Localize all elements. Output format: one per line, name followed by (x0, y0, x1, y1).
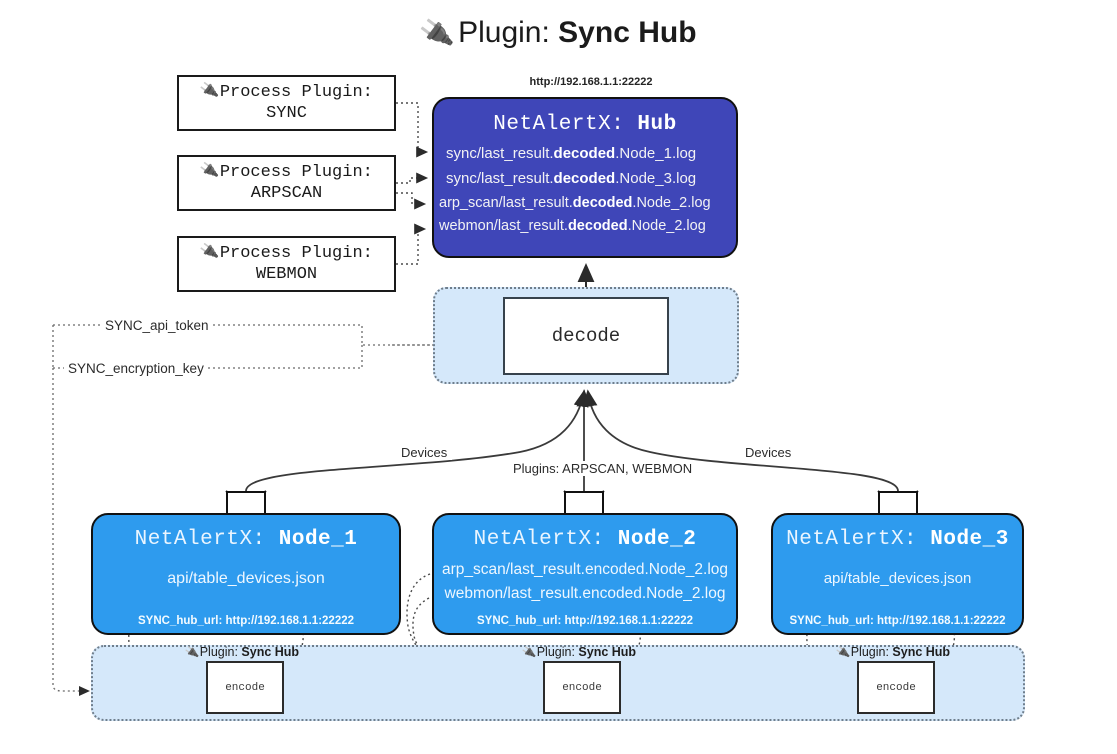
process-plugin-heading-row: 🔌Process Plugin: (198, 161, 373, 183)
hub-log-strong: decoded (572, 194, 633, 211)
decode-box[interactable]: decode (503, 297, 669, 375)
encoder-caption-name: Sync Hub (241, 645, 300, 659)
hub-title-prefix: NetAlertX: (493, 113, 638, 136)
process-plugin-heading: Process Plugin: (219, 243, 373, 263)
encoder-caption: 🔌Plugin: Sync Hub (835, 645, 951, 660)
process-plugin-webmon-box[interactable]: 🔌Process Plugin: WEBMON (177, 236, 396, 292)
process-plugin-heading: Process Plugin: (219, 82, 373, 102)
node-title-prefix: NetAlertX: (134, 528, 279, 551)
process-plugin-arpscan-box[interactable]: 🔌Process Plugin: ARPSCAN (177, 155, 396, 211)
node-line-list: api/table_devices.json (773, 567, 1022, 590)
edge-label-devices-left: Devices (396, 445, 453, 460)
node-title-name: Node_2 (617, 528, 697, 551)
hub-log-line: sync/last_result.decoded.Node_3.log (434, 167, 736, 192)
node-title-prefix: NetAlertX: (473, 528, 618, 551)
plug-icon: 🔌 (418, 15, 457, 51)
node-title-prefix: NetAlertX: (786, 528, 931, 551)
page-title-name: Sync Hub (558, 16, 697, 49)
plug-icon: 🔌 (198, 81, 220, 102)
hub-log-line: webmon/last_result.decoded.Node_2.log (434, 215, 736, 239)
process-plugin-heading: Process Plugin: (219, 162, 373, 182)
hub-log-strong: decoded (567, 218, 628, 235)
plug-icon: 🔌 (521, 646, 537, 660)
encoder-caption-name: Sync Hub (578, 645, 637, 659)
process-plugin-heading-row: 🔌Process Plugin: (198, 242, 373, 264)
page-title-prefix: Plugin: (458, 16, 559, 49)
hub-node-box[interactable]: NetAlertX: Hub sync/last_result.decoded.… (432, 97, 738, 258)
hub-log-list: sync/last_result.decoded.Node_1.log sync… (434, 142, 736, 239)
edge-label-devices-right: Devices (740, 445, 797, 460)
hub-log-post: .Node_3.log (615, 169, 697, 187)
node-hub-url-label: SYNC_hub_url: http://192.168.1.1:22222 (137, 615, 355, 627)
sync-encryption-key-label: SYNC_encryption_key (64, 361, 208, 376)
hub-title: NetAlertX: Hub (434, 113, 736, 136)
process-plugin-name: ARPSCAN (250, 184, 323, 203)
hub-log-pre: sync/last_result. (446, 145, 554, 162)
node-line: api/table_devices.json (167, 570, 325, 587)
node-title-name: Node_3 (930, 528, 1009, 551)
node-line: api/table_devices.json (823, 570, 972, 587)
hub-log-pre: webmon/last_result. (439, 218, 568, 235)
process-plugin-name: SYNC (266, 104, 307, 123)
node-hub-url-label: SYNC_hub_url: http://192.168.1.1:22222 (476, 615, 694, 627)
node-title-name: Node_1 (278, 528, 358, 551)
hub-log-pre: arp_scan/last_result. (439, 194, 573, 211)
plug-icon: 🔌 (184, 646, 200, 660)
plug-icon: 🔌 (835, 646, 851, 660)
hub-log-line: sync/last_result.decoded.Node_1.log (434, 142, 736, 167)
node-hub-url-label: SYNC_hub_url: http://192.168.1.1:22222 (789, 615, 1006, 627)
page-title: 🔌Plugin: Sync Hub (0, 16, 1117, 50)
encoder-caption: 🔌Plugin: Sync Hub (521, 645, 637, 660)
node-title: NetAlertX: Node_3 (773, 528, 1022, 551)
node-box-node-1[interactable]: NetAlertX: Node_1 api/table_devices.json… (91, 513, 401, 635)
process-plugin-heading-row: 🔌Process Plugin: (198, 81, 373, 103)
hub-log-pre: sync/last_result. (446, 169, 554, 187)
hub-log-strong: decoded (553, 169, 616, 187)
node-box-node-3[interactable]: NetAlertX: Node_3 api/table_devices.json… (771, 513, 1024, 635)
node-line: webmon/last_result.encoded.Node_2.log (444, 585, 726, 603)
node-line-list: arp_scan/last_result.encoded.Node_2.log … (434, 558, 736, 606)
hub-log-post: .Node_2.log (632, 194, 711, 211)
node-line-list: api/table_devices.json (93, 567, 399, 592)
node-line: arp_scan/last_result.encoded.Node_2.log (441, 561, 729, 578)
encoder-caption: 🔌Plugin: Sync Hub (184, 645, 300, 660)
hub-log-post: .Node_2.log (627, 218, 706, 235)
encoder-caption-name: Sync Hub (892, 645, 951, 659)
hub-log-post: .Node_1.log (615, 145, 697, 162)
hub-log-strong: decoded (553, 145, 616, 162)
plug-icon: 🔌 (198, 242, 220, 263)
hub-title-name: Hub (637, 113, 677, 136)
node-box-node-2[interactable]: NetAlertX: Node_2 arp_scan/last_result.e… (432, 513, 738, 635)
plug-icon: 🔌 (198, 161, 220, 182)
hub-log-line: arp_scan/last_result.decoded.Node_2.log (434, 192, 736, 216)
encode-box-node-3[interactable]: encode (857, 661, 935, 714)
encoder-caption-prefix: Plugin: (536, 645, 579, 659)
hub-url-label: http://192.168.1.1:22222 (529, 76, 653, 88)
edge-label-plugins: Plugins: ARPSCAN, WEBMON (508, 461, 698, 476)
process-plugin-name: WEBMON (255, 265, 318, 284)
encoder-caption-prefix: Plugin: (199, 645, 242, 659)
process-plugin-sync-box[interactable]: 🔌Process Plugin: SYNC (177, 75, 396, 131)
encode-box-node-1[interactable]: encode (206, 661, 284, 714)
sync-api-token-label: SYNC_api_token (101, 318, 213, 333)
encode-box-node-2[interactable]: encode (543, 661, 621, 714)
node-title: NetAlertX: Node_2 (434, 528, 736, 551)
encoder-caption-prefix: Plugin: (850, 645, 893, 659)
node-title: NetAlertX: Node_1 (93, 528, 399, 551)
